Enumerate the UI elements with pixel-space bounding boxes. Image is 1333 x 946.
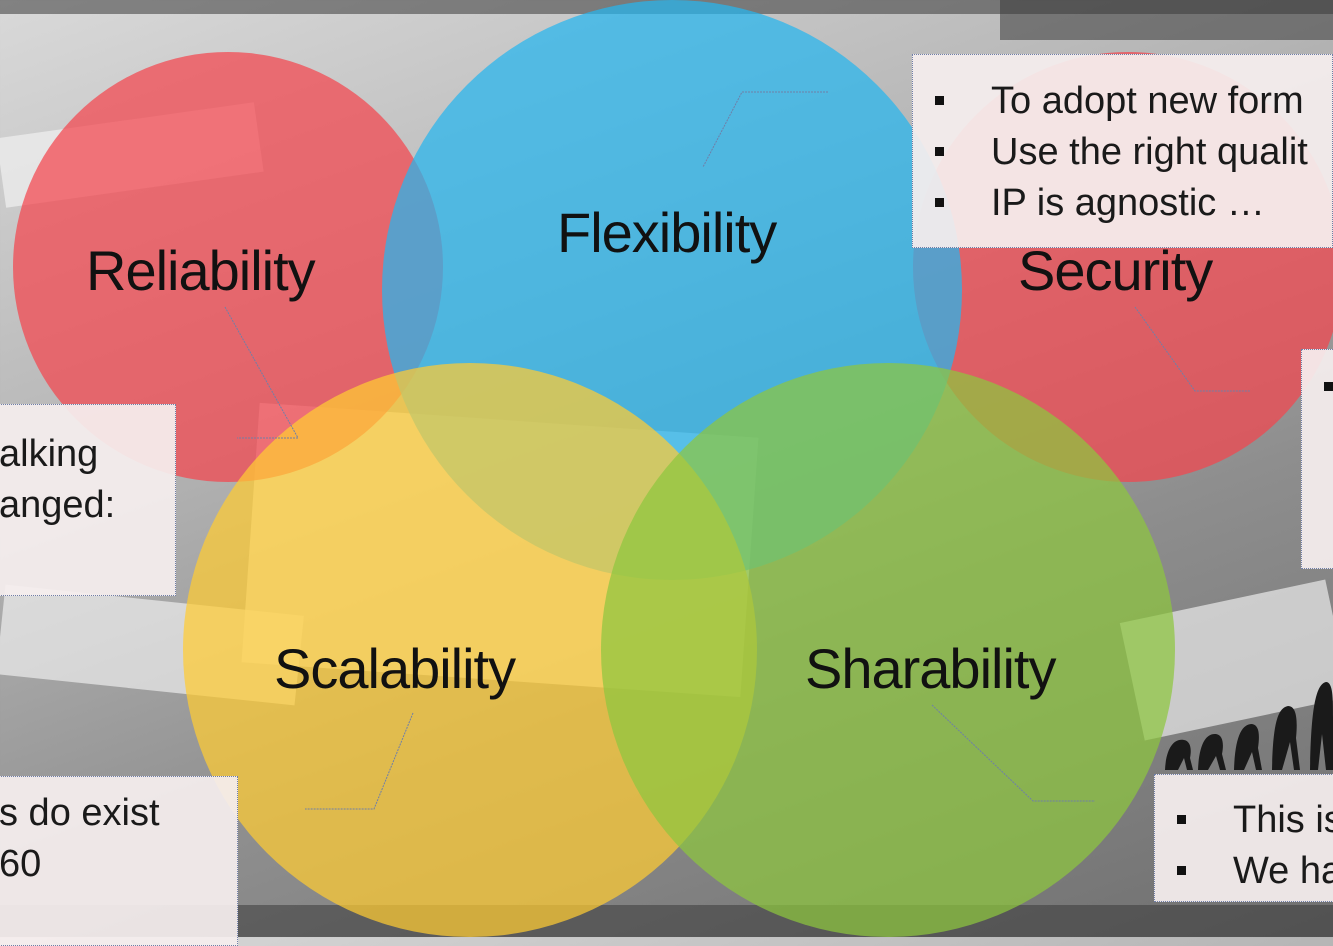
security-label: Security bbox=[1018, 239, 1213, 302]
callout-item: s do exist bbox=[0, 792, 160, 834]
security-leader bbox=[1134, 306, 1250, 392]
callout-bullet bbox=[1324, 382, 1333, 391]
sharability-circle bbox=[601, 363, 1175, 937]
security-callout bbox=[1301, 349, 1333, 569]
reliability-circle bbox=[13, 52, 443, 482]
sharability-callout: This is We ha bbox=[1154, 774, 1333, 902]
reliability-label: Reliability bbox=[86, 239, 316, 302]
evolution-illustration bbox=[1165, 682, 1333, 770]
flexibility-leader bbox=[702, 91, 828, 168]
sharability-label: Sharability bbox=[805, 637, 1056, 700]
callout-item: alking bbox=[0, 433, 99, 475]
scalability-circle bbox=[183, 363, 757, 937]
scalability-leader bbox=[305, 712, 414, 810]
callout-item: 60 bbox=[0, 843, 42, 885]
reliability-leader bbox=[224, 306, 299, 439]
flexibility-label: Flexibility bbox=[557, 201, 777, 264]
sharability-leader bbox=[931, 704, 1095, 802]
scalability-callout: s do exist 60 bbox=[0, 776, 238, 946]
callout-item: We ha bbox=[1155, 846, 1333, 897]
callout-item: Use the right qualit bbox=[913, 127, 1332, 178]
scalability-label: Scalability bbox=[274, 637, 516, 700]
callout-item: IP is agnostic … bbox=[913, 178, 1332, 229]
flexibility-callout: To adopt new form Use the right qualit I… bbox=[912, 54, 1333, 248]
callout-item: This is bbox=[1155, 795, 1333, 846]
callout-item: anged: bbox=[0, 484, 116, 526]
callout-item: To adopt new form bbox=[913, 76, 1332, 127]
reliability-callout: alking anged: bbox=[0, 404, 176, 596]
